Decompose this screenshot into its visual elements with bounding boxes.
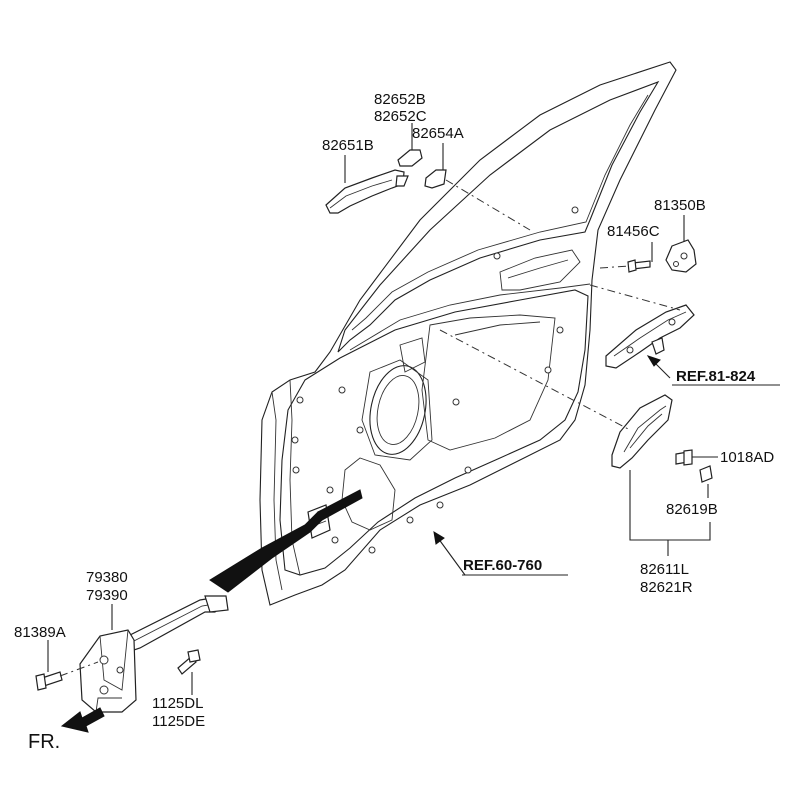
- label-82651B: 82651B: [322, 137, 374, 154]
- screw-cap: [699, 465, 713, 483]
- outside-handle-assembly: [325, 123, 531, 231]
- label-82611L: 82611L: [640, 561, 689, 578]
- door-checker-assembly: [35, 489, 363, 713]
- door-latch-assembly: [599, 215, 697, 273]
- ref-60-760: REF.60-760: [463, 557, 542, 574]
- label-1018AD: 1018AD: [720, 449, 774, 466]
- checker-body: [79, 629, 137, 713]
- label-1125DE: 1125DE: [152, 713, 205, 730]
- label-81389A: 81389A: [14, 624, 66, 641]
- label-81350B: 81350B: [654, 197, 706, 214]
- labels: 82652B 82652C 82651B 82654A 81350B 81456…: [14, 91, 774, 753]
- label-79390: 79390: [86, 587, 128, 604]
- label-82619B: 82619B: [666, 501, 718, 518]
- inside-handle: [611, 394, 673, 469]
- inside-remote-assembly: [439, 284, 718, 556]
- label-82621R: 82621R: [640, 579, 693, 596]
- outside-handle: [325, 169, 405, 214]
- checker-arm: [119, 597, 223, 653]
- arrow-left-down-icon: [60, 707, 105, 733]
- ref-81-824: REF.81-824: [676, 368, 756, 385]
- label-82654A: 82654A: [412, 125, 464, 142]
- label-82652C: 82652C: [374, 108, 427, 125]
- label-1125DL: 1125DL: [152, 695, 203, 712]
- front-direction-label: FR.: [28, 731, 60, 753]
- label-79380: 79380: [86, 569, 128, 586]
- handle-escutcheon: [424, 169, 447, 189]
- label-82652B: 82652B: [374, 91, 426, 108]
- handle-cover-cap: [397, 149, 423, 167]
- ref-arrows: [433, 384, 780, 576]
- pointer-band: [209, 511, 323, 593]
- label-81456C: 81456C: [607, 223, 660, 240]
